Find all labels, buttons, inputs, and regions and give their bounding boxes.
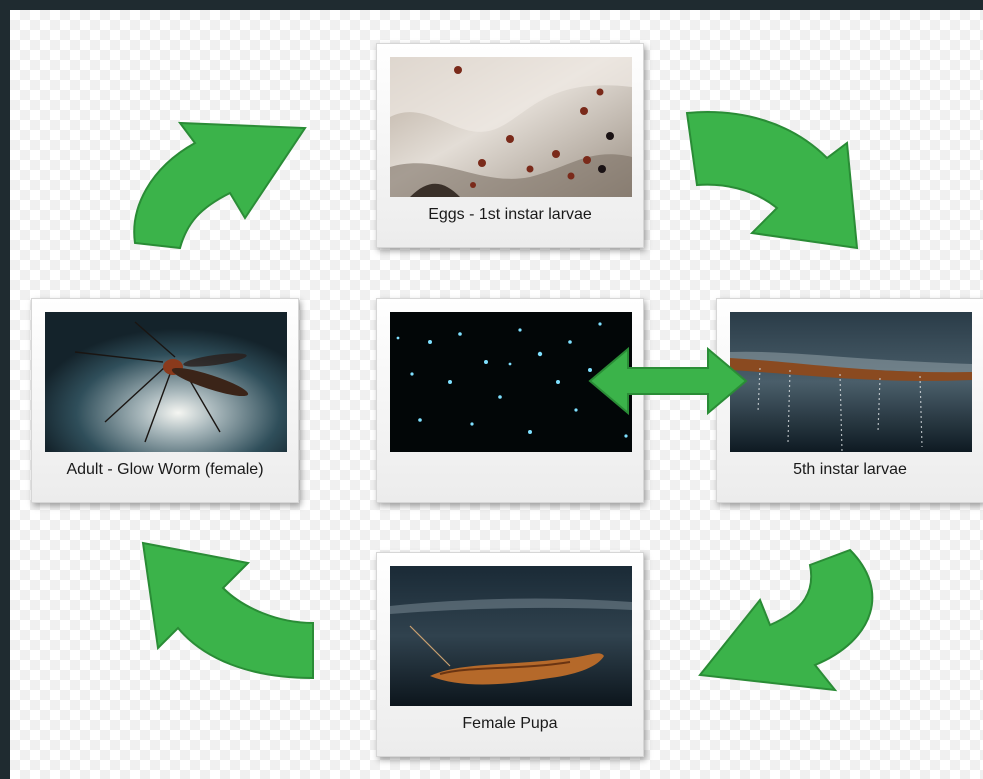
eggs-photo (390, 57, 632, 197)
double-arrow-icon (588, 346, 748, 416)
stage-card-adult: Adult - Glow Worm (female) (31, 298, 299, 503)
stage-label-adult: Adult - Glow Worm (female) (32, 461, 298, 479)
curved-arrow-icon (690, 545, 890, 705)
pupa-photo (390, 566, 632, 706)
stage-card-larvae: 5th instar larvae (716, 298, 983, 503)
stage-label-pupa: Female Pupa (377, 715, 643, 733)
curved-arrow-icon (125, 88, 325, 258)
stage-label-eggs: Eggs - 1st instar larvae (377, 206, 643, 224)
lifecycle-diagram: Eggs - 1st instar larvae (10, 10, 983, 779)
stage-card-pupa: Female Pupa (376, 552, 644, 757)
larvae-photo (730, 312, 972, 452)
adult-photo (45, 312, 287, 452)
stage-label-larvae: 5th instar larvae (717, 461, 983, 479)
curved-arrow-icon (128, 538, 318, 688)
curved-arrow-icon (682, 103, 872, 253)
stage-card-eggs: Eggs - 1st instar larvae (376, 43, 644, 248)
